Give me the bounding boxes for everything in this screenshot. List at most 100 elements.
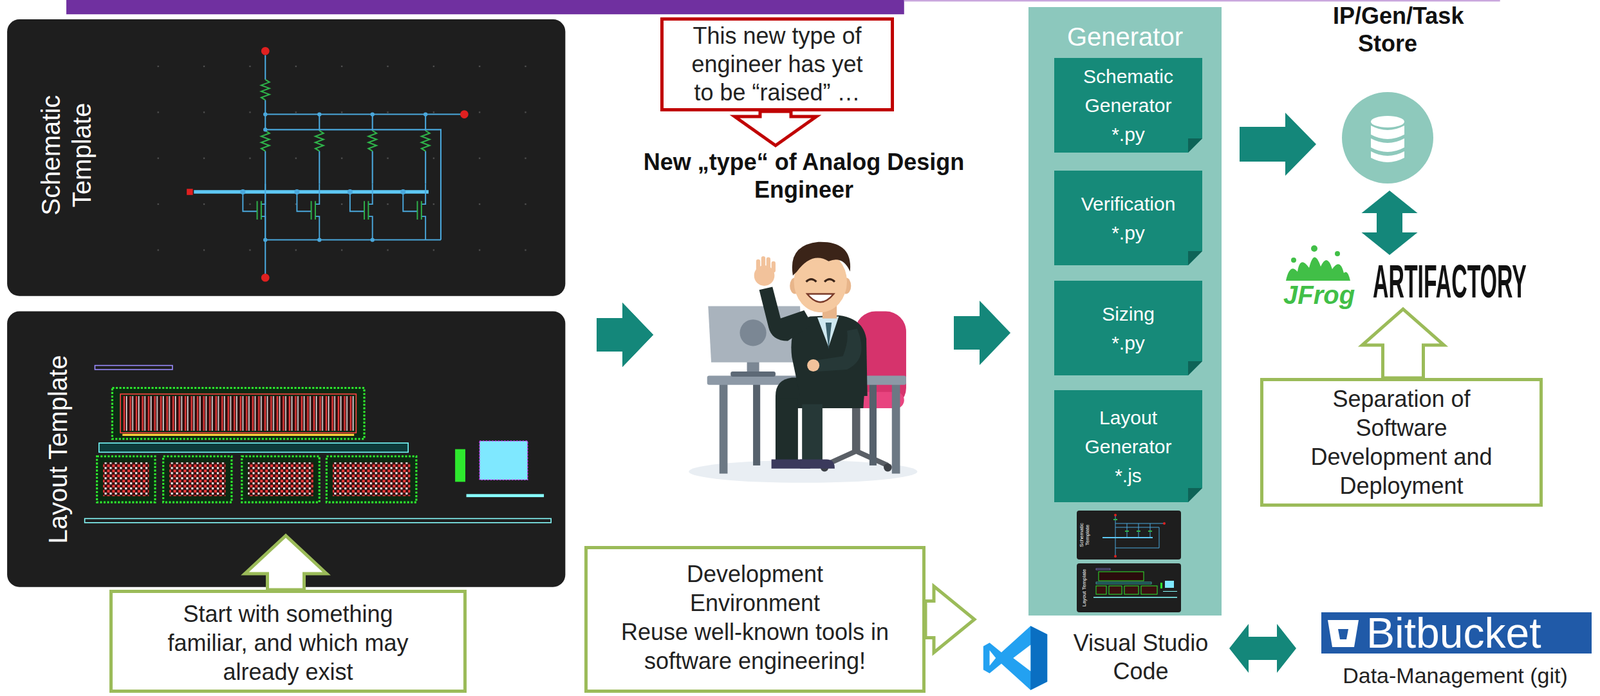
layout-drawing — [332, 462, 410, 496]
label-text: Sizing *.py — [1089, 299, 1167, 358]
title-bar — [66, 0, 1501, 15]
database-icon — [1370, 115, 1405, 163]
bitbucket-logo — [1321, 612, 1592, 654]
callout-arrow — [245, 535, 327, 590]
block-arrow — [1229, 623, 1297, 673]
junction-dot — [294, 189, 300, 195]
resistor-symbol — [368, 130, 377, 152]
thumbnail-layout — [1098, 571, 1144, 581]
thumbnail-layout — [1096, 568, 1111, 570]
thumbnail-layout — [1124, 585, 1139, 595]
transistor-symbol — [364, 200, 369, 220]
script-file: Layout Generator *.js — [1054, 390, 1203, 503]
layout-drawing — [122, 433, 354, 436]
thumbnail-layout — [1096, 581, 1152, 584]
schematic-drawing — [7, 19, 566, 297]
engineer-illustration — [824, 451, 888, 466]
document-shape — [1188, 361, 1203, 376]
engineer-illustration — [852, 406, 861, 454]
jfrog-splash — [1334, 251, 1340, 257]
schematic-drawing — [265, 55, 461, 276]
layout-drawing — [84, 518, 552, 522]
callout-box: Start with something familiar, and which… — [109, 589, 467, 693]
engineer-illustration — [653, 238, 954, 490]
engineer-illustration — [756, 259, 761, 272]
layout-drawing — [111, 387, 365, 439]
document-shape — [1188, 251, 1203, 266]
block-arrow — [953, 300, 1011, 365]
tool-logo: JFrogARTIFACTORY — [1280, 256, 1532, 308]
vscode-icon — [989, 650, 997, 666]
transistor-symbol — [311, 200, 316, 220]
label-text: New „type“ of Analog Design Engineer — [623, 148, 985, 204]
resistor-symbol — [367, 130, 378, 152]
pin-symbol — [186, 188, 194, 196]
engineer-illustration — [739, 319, 766, 346]
label-text: Layout Generator *.js — [1072, 402, 1185, 490]
junction-dot — [370, 111, 375, 116]
engineer-illustration — [761, 256, 766, 270]
document-shape — [1188, 138, 1203, 153]
layout-drawing — [122, 395, 354, 431]
bitbucket-logo — [1338, 628, 1349, 640]
pin-symbol — [460, 110, 469, 119]
layout-drawing — [169, 462, 226, 496]
block-arrow — [596, 302, 654, 367]
label-text: Schematic Template — [1078, 512, 1091, 558]
junction-dot — [423, 111, 428, 116]
document-shape — [1054, 390, 1203, 503]
script-file: Schematic Generator *.py — [1054, 57, 1203, 153]
layout-drawing — [326, 456, 417, 503]
template-panel: Schematic Template — [7, 19, 566, 297]
resistor-symbol — [421, 130, 430, 152]
thumbnail-layout — [1096, 585, 1107, 595]
database-icon — [1370, 115, 1405, 128]
transistor-symbol — [402, 183, 426, 240]
title-bar — [904, 0, 1501, 2]
database-icon — [1341, 92, 1434, 184]
block-arrow — [1361, 190, 1418, 255]
engineer-illustration — [775, 397, 799, 461]
junction-dot — [400, 189, 406, 195]
document-shape — [1054, 170, 1203, 266]
schematic-drawing — [7, 19, 566, 297]
vscode-icon — [983, 625, 1048, 690]
jfrog-splash — [1311, 245, 1318, 252]
engineer-illustration — [801, 404, 823, 462]
thumbnail-schematic — [1115, 515, 1164, 556]
script-file: Verification *.py — [1054, 170, 1203, 266]
engineer-illustration — [869, 383, 877, 466]
thumbnail-layout — [1160, 582, 1163, 589]
thumbnail-layout — [1093, 596, 1178, 598]
junction-dot — [263, 237, 268, 242]
tool-logo: Visual Studio Code — [978, 621, 1227, 694]
thumbnail-layout — [1164, 580, 1174, 588]
document-shape — [1188, 487, 1203, 503]
generator-panel: GeneratorSchematic Generator *.pyVerific… — [1028, 7, 1222, 616]
layout-drawing — [466, 493, 544, 497]
bitbucket-logo — [1327, 619, 1359, 647]
thumbnail-schematic — [1076, 510, 1182, 560]
callout-box: This new type of engineer has yet to be … — [660, 17, 894, 112]
thumbnail: Layout Template — [1076, 563, 1182, 613]
thumbnail-schematic — [1113, 519, 1153, 531]
resistor-symbol — [261, 79, 270, 101]
thumbnail-layout — [1162, 590, 1178, 592]
label-text: Visual Studio Code — [1058, 628, 1223, 686]
engineer-illustration — [766, 256, 771, 270]
label-text: Reuse well-known tools in software engin… — [600, 617, 910, 676]
jfrog-splash — [1280, 243, 1359, 284]
transistor-symbol — [417, 200, 421, 220]
engineer-illustration — [825, 322, 833, 349]
resistor-symbol — [315, 130, 324, 152]
resistor-symbol — [260, 130, 271, 152]
vscode-icon — [1030, 625, 1048, 690]
engineer-illustration — [816, 328, 862, 372]
engineer-illustration — [806, 279, 835, 282]
document-shape — [1054, 280, 1203, 376]
layout-drawing — [99, 442, 409, 452]
schematic-drawing — [122, 30, 551, 286]
engineer-illustration — [792, 241, 851, 276]
junction-dot — [347, 189, 353, 195]
